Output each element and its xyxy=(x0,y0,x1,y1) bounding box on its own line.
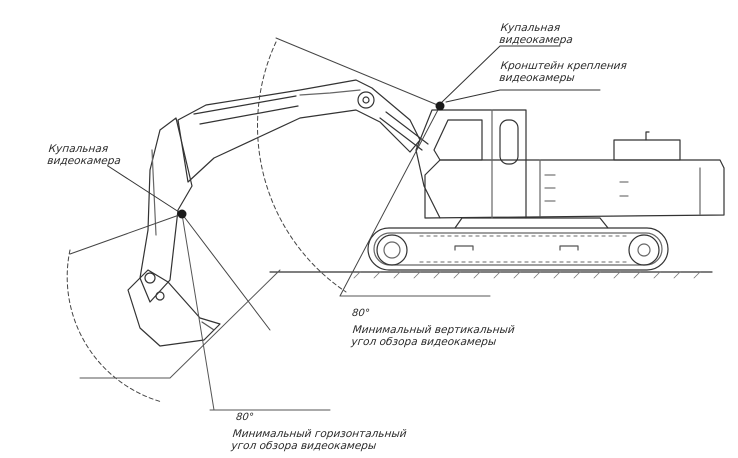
horizontal-angle-text: Минимальный горизонтальный угол обзора в… xyxy=(231,428,407,452)
leader-lines xyxy=(107,45,601,215)
arm-cylinder xyxy=(193,95,299,125)
vertical-view-angle xyxy=(257,37,441,297)
horizontal-angle-value: 80° xyxy=(235,412,255,423)
ground-hatch xyxy=(353,271,701,279)
reference-lines xyxy=(79,269,491,411)
left-camera-label: Купальная видеокамера xyxy=(47,143,123,167)
vertical-angle-text-line2: угол обзора видеокамеры xyxy=(350,336,497,348)
horizontal-angle-text-line1: Минимальный горизонтальный xyxy=(232,428,408,440)
bracket-label: Кронштейн крепления видеокамеры xyxy=(499,60,628,84)
crawler-track xyxy=(367,227,669,271)
bucket xyxy=(127,269,221,347)
boom-cylinder xyxy=(379,111,429,151)
bracket-label-line1: Кронштейн крепления xyxy=(500,60,628,72)
undercarriage xyxy=(454,217,609,229)
top-camera-label-line2: видеокамера xyxy=(498,34,574,46)
vertical-angle-text-line1: Минимальный вертикальный xyxy=(352,324,516,336)
left-camera-label-line2: видеокамера xyxy=(46,155,122,167)
bracket-label-line2: видеокамеры xyxy=(498,72,576,84)
top-camera-marker xyxy=(435,101,445,111)
vertical-angle-value: 80° xyxy=(351,308,371,319)
operator-cab xyxy=(415,109,527,219)
arm-camera-marker xyxy=(177,209,187,219)
top-camera-label: Купальная видеокамера xyxy=(499,22,575,46)
horizontal-view-angle xyxy=(66,213,271,411)
boom xyxy=(177,79,421,183)
top-camera-label-line1: Купальная xyxy=(500,22,561,34)
horizontal-angle-text-line2: угол обзора видеокамеры xyxy=(230,440,377,452)
arm xyxy=(139,117,193,303)
machine-body xyxy=(424,131,725,219)
vertical-angle-text: Минимальный вертикальный угол обзора вид… xyxy=(351,324,516,348)
left-camera-label-line1: Купальная xyxy=(48,143,109,155)
